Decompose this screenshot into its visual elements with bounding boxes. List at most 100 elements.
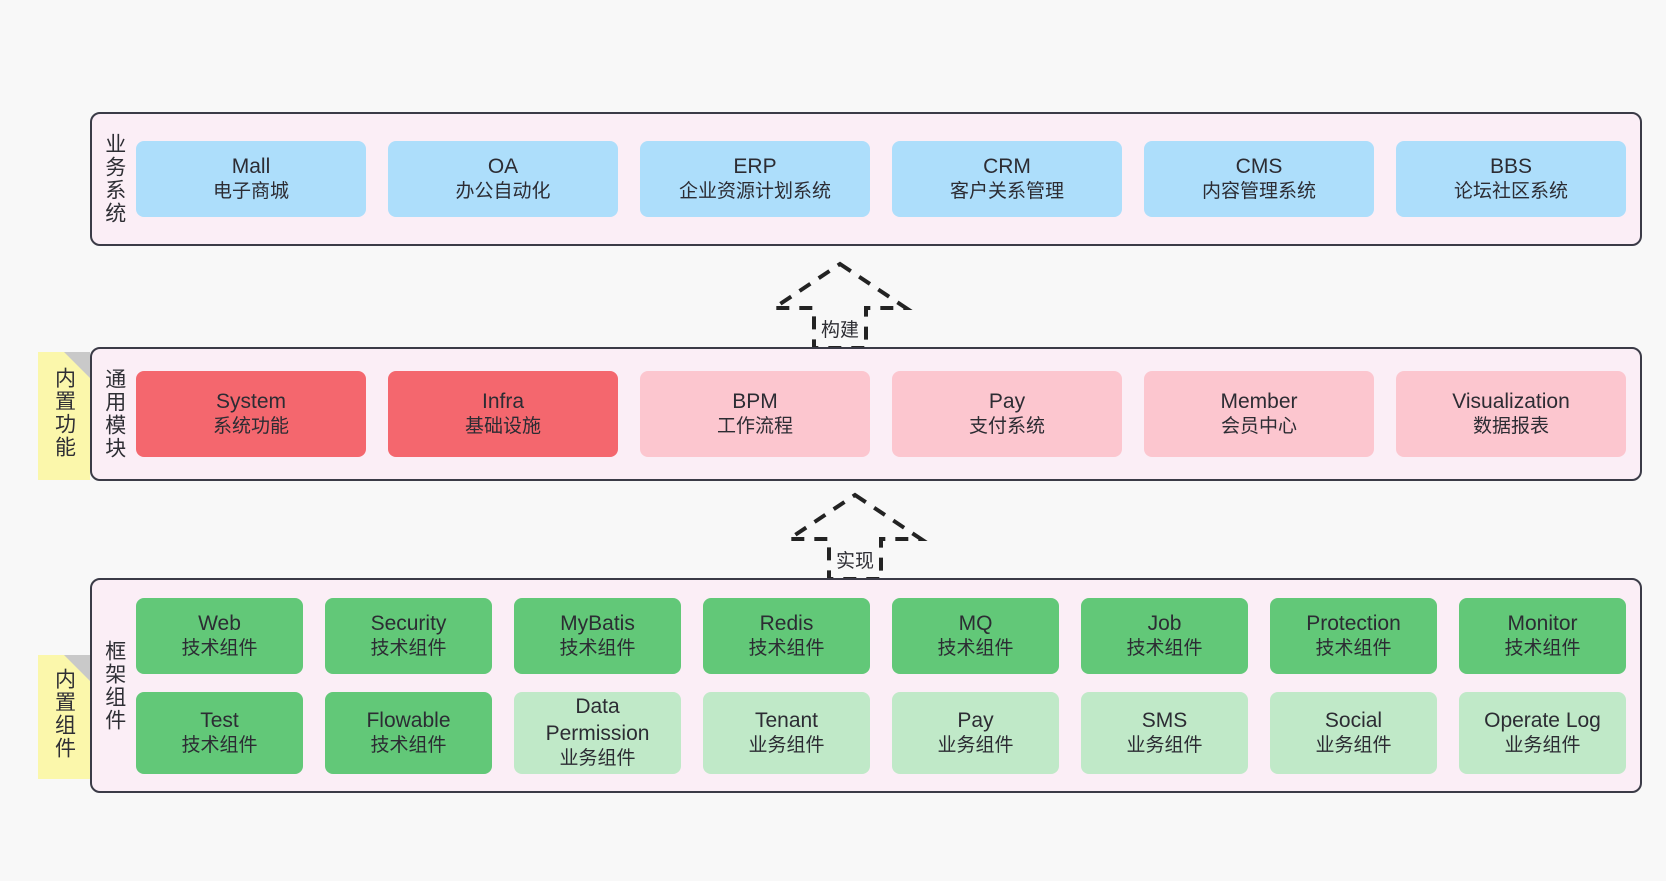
card-erp-cn: 企业资源计划系统	[678, 181, 831, 203]
card-tenant-en: Tenant	[754, 708, 819, 732]
card-sms-cn: 业务组件	[1126, 734, 1203, 756]
card-mybatis-en: MyBatis	[560, 611, 635, 635]
card-monitor-cn: 技术组件	[1504, 637, 1581, 659]
card-cms[interactable]: CMS 内容管理系统	[1144, 141, 1374, 217]
card-redis-cn: 技术组件	[748, 637, 825, 659]
card-flowable-en: Flowable	[366, 708, 451, 732]
card-protection-cn: 技术组件	[1315, 637, 1392, 659]
card-pay-module[interactable]: Pay 支付系统	[892, 371, 1122, 457]
card-operate-log-en: Operate Log	[1484, 708, 1601, 732]
card-web[interactable]: Web 技术组件	[136, 597, 303, 674]
card-system-en: System	[215, 390, 286, 413]
card-mall[interactable]: Mall 电子商城	[136, 141, 366, 217]
card-visualization[interactable]: Visualization 数据报表	[1396, 371, 1626, 457]
card-operate-log[interactable]: Operate Log 业务组件	[1459, 691, 1626, 774]
business-cards-row: Mall 电子商城 OA 办公自动化 ERP 企业资源计划系统 CRM 客户关系…	[136, 141, 1626, 217]
note-builtin-components: 内置组件	[38, 655, 90, 779]
card-mybatis-cn: 技术组件	[559, 637, 636, 659]
card-security-cn: 技术组件	[370, 637, 447, 659]
arrow-build: 构建	[760, 258, 920, 350]
card-data-permission[interactable]: Data Permission 业务组件	[514, 691, 681, 774]
card-oa-en: OA	[487, 155, 519, 178]
layer-business-title: 业务系统	[102, 133, 126, 225]
card-test-cn: 技术组件	[181, 734, 258, 756]
card-oa[interactable]: OA 办公自动化	[388, 141, 618, 217]
card-redis[interactable]: Redis 技术组件	[703, 597, 870, 674]
layer-framework-title: 框架组件	[102, 639, 126, 732]
card-pay-module-cn: 支付系统	[968, 416, 1045, 438]
card-visualization-en: Visualization	[1452, 390, 1570, 413]
card-pay-component[interactable]: Pay 业务组件	[892, 691, 1059, 774]
card-monitor-en: Monitor	[1507, 611, 1578, 635]
layer-framework-body: Web 技术组件 Security 技术组件 MyBatis 技术组件 Redi…	[136, 580, 1640, 791]
common-cards-row: System 系统功能 Infra 基础设施 BPM 工作流程 Pay 支付系统…	[136, 371, 1626, 457]
card-erp-en: ERP	[733, 155, 777, 178]
note-builtin-features: 内置功能	[38, 352, 90, 480]
card-social[interactable]: Social 业务组件	[1270, 691, 1437, 774]
card-flowable[interactable]: Flowable 技术组件	[325, 691, 492, 774]
card-infra-cn: 基础设施	[464, 416, 541, 438]
card-bpm-cn: 工作流程	[716, 416, 793, 438]
note-fold-icon	[64, 655, 90, 681]
card-job-en: Job	[1147, 611, 1182, 635]
card-flowable-cn: 技术组件	[370, 734, 447, 756]
card-system-cn: 系统功能	[212, 416, 289, 438]
card-visualization-cn: 数据报表	[1472, 416, 1549, 438]
card-bpm[interactable]: BPM 工作流程	[640, 371, 870, 457]
layer-common-body: System 系统功能 Infra 基础设施 BPM 工作流程 Pay 支付系统…	[136, 349, 1640, 479]
card-member[interactable]: Member 会员中心	[1144, 371, 1374, 457]
card-infra-en: Infra	[481, 390, 525, 413]
card-mq-en: MQ	[958, 611, 993, 635]
note-builtin-components-label: 内置组件	[52, 668, 76, 760]
layer-framework-components: 框架组件 Web 技术组件 Security 技术组件 MyBatis 技术组件…	[90, 578, 1642, 793]
card-tenant-cn: 业务组件	[748, 734, 825, 756]
layer-business-body: Mall 电子商城 OA 办公自动化 ERP 企业资源计划系统 CRM 客户关系…	[136, 114, 1640, 244]
card-cms-en: CMS	[1235, 155, 1283, 178]
card-monitor[interactable]: Monitor 技术组件	[1459, 597, 1626, 674]
card-erp[interactable]: ERP 企业资源计划系统	[640, 141, 870, 217]
card-crm-en: CRM	[983, 155, 1031, 178]
card-mybatis[interactable]: MyBatis 技术组件	[514, 597, 681, 674]
card-job-cn: 技术组件	[1126, 637, 1203, 659]
card-security[interactable]: Security 技术组件	[325, 597, 492, 674]
card-mall-en: Mall	[231, 155, 271, 178]
arrow-implement-icon	[782, 492, 928, 581]
card-web-en: Web	[198, 611, 241, 635]
card-security-en: Security	[370, 611, 447, 635]
card-oa-cn: 办公自动化	[455, 181, 551, 203]
arrow-implement: 实现	[775, 489, 935, 581]
card-social-en: Social	[1324, 708, 1383, 732]
layer-common-modules: 通用模块 System 系统功能 Infra 基础设施 BPM 工作流程 Pay…	[90, 347, 1642, 481]
card-web-cn: 技术组件	[181, 637, 258, 659]
framework-row-business: Test 技术组件 Flowable 技术组件 Data Permission …	[136, 691, 1626, 774]
card-sms-en: SMS	[1141, 708, 1188, 732]
card-bbs-en: BBS	[1489, 155, 1533, 178]
card-test[interactable]: Test 技术组件	[136, 691, 303, 774]
note-fold-icon	[64, 352, 90, 378]
arrow-build-icon	[767, 261, 913, 350]
card-data-permission-en: Data Permission	[545, 694, 650, 746]
card-job[interactable]: Job 技术组件	[1081, 597, 1248, 674]
card-operate-log-cn: 业务组件	[1504, 734, 1581, 756]
card-mq[interactable]: MQ 技术组件	[892, 597, 1059, 674]
card-mall-cn: 电子商城	[212, 181, 289, 203]
framework-row-technical: Web 技术组件 Security 技术组件 MyBatis 技术组件 Redi…	[136, 597, 1626, 674]
card-bbs-cn: 论坛社区系统	[1453, 181, 1568, 203]
card-sms[interactable]: SMS 业务组件	[1081, 691, 1248, 774]
card-crm[interactable]: CRM 客户关系管理	[892, 141, 1122, 217]
card-cms-cn: 内容管理系统	[1201, 181, 1316, 203]
card-pay-component-en: Pay	[957, 708, 994, 732]
card-bpm-en: BPM	[732, 390, 778, 413]
card-social-cn: 业务组件	[1315, 734, 1392, 756]
card-tenant[interactable]: Tenant 业务组件	[703, 691, 870, 774]
layer-business-systems: 业务系统 Mall 电子商城 OA 办公自动化 ERP 企业资源计划系统 CRM…	[90, 112, 1642, 246]
card-system[interactable]: System 系统功能	[136, 371, 366, 457]
card-protection[interactable]: Protection 技术组件	[1270, 597, 1437, 674]
card-member-en: Member	[1220, 390, 1298, 413]
layer-common-title: 通用模块	[102, 368, 126, 460]
card-pay-module-en: Pay	[988, 390, 1026, 413]
card-pay-component-cn: 业务组件	[937, 734, 1014, 756]
card-bbs[interactable]: BBS 论坛社区系统	[1396, 141, 1626, 217]
card-infra[interactable]: Infra 基础设施	[388, 371, 618, 457]
